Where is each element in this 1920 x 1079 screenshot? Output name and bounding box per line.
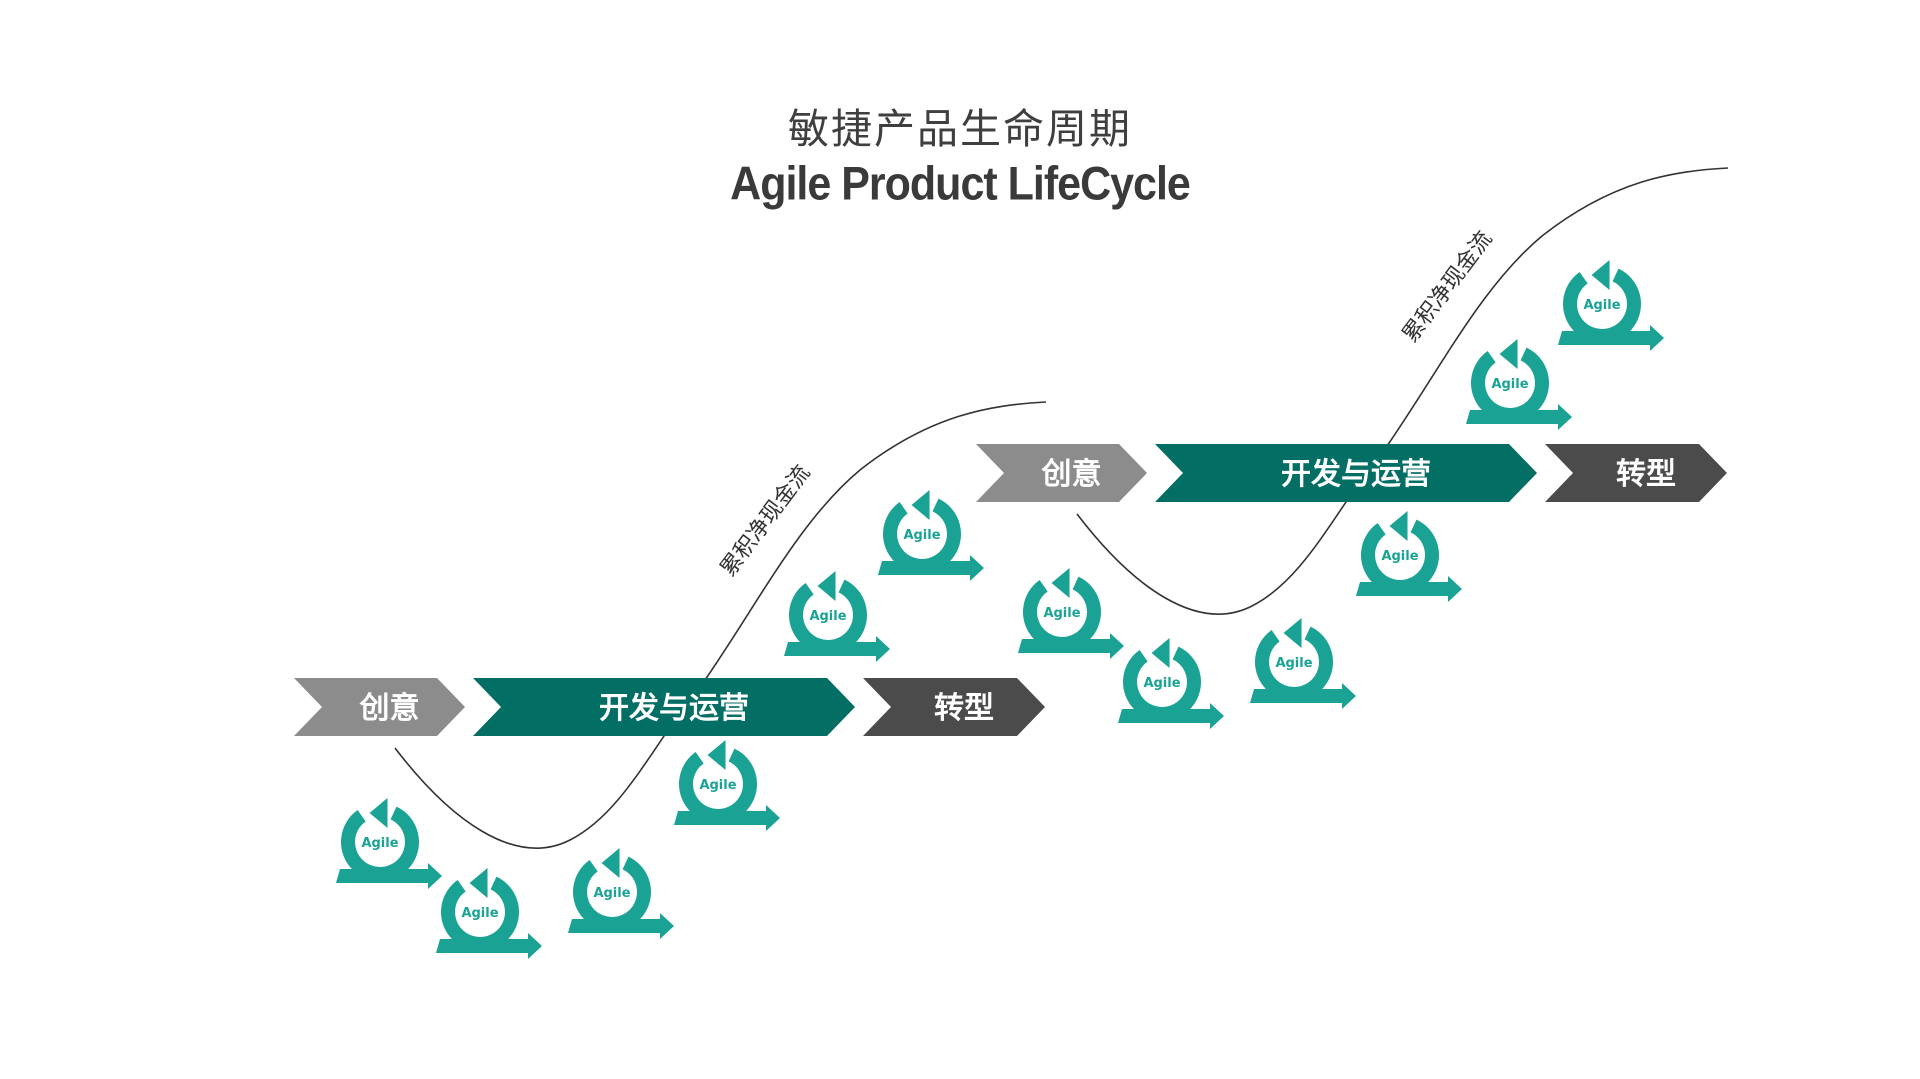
agile-base-arrow: [1356, 576, 1462, 602]
agile-cycle-icon: Agile: [1466, 338, 1572, 430]
stage-dev-ops: 开发与运营: [473, 678, 855, 736]
agile-label: Agile: [361, 836, 398, 851]
agile-ring-arrowhead: [1283, 617, 1302, 648]
agile-cycle-icon: Agile: [568, 847, 674, 939]
agile-ring-arrowhead: [707, 739, 726, 770]
agile-label: Agile: [699, 778, 736, 793]
title-chinese: 敏捷产品生命周期: [788, 105, 1132, 153]
stage-dev-ops-shape: [473, 678, 855, 736]
stage-dev-ops-shape: [1155, 444, 1537, 502]
stage-idea-shape: [976, 444, 1147, 502]
agile-ring-arrowhead: [911, 489, 930, 520]
agile-label: Agile: [461, 906, 498, 921]
lifecycle-2: 创意开发与运营转型累积净现金流AgileAgileAgileAgileAgile…: [976, 167, 1729, 729]
agile-cycle-icon: Agile: [1356, 510, 1462, 602]
agile-base-arrow: [568, 913, 674, 939]
agile-base-arrow: [1250, 683, 1356, 709]
agile-cycle-icon: Agile: [878, 489, 984, 581]
cash-flow-curve: [1076, 167, 1729, 615]
agile-base-arrow: [674, 805, 780, 831]
agile-ring-arrowhead: [601, 847, 620, 878]
agile-label: Agile: [1491, 377, 1528, 392]
agile-ring-arrowhead: [1051, 567, 1070, 598]
stage-transform-shape: [863, 678, 1045, 736]
stage-idea: 创意: [294, 678, 465, 736]
agile-base-arrow: [1466, 404, 1572, 430]
agile-label: Agile: [1143, 676, 1180, 691]
stage-transform-label: 转型: [934, 691, 994, 726]
agile-ring-arrowhead: [1389, 510, 1408, 541]
agile-cycle-icon: Agile: [436, 867, 542, 959]
agile-label: Agile: [1043, 606, 1080, 621]
agile-ring-arrowhead: [817, 570, 836, 601]
agile-cycle-icon: Agile: [1118, 637, 1224, 729]
agile-cycle-icon: Agile: [1558, 259, 1664, 351]
cash-flow-label: 累积净现金流: [1398, 227, 1497, 347]
stage-dev-ops-label: 开发与运营: [599, 691, 749, 726]
agile-ring-arrowhead: [469, 867, 488, 898]
cash-flow-label: 累积净现金流: [716, 461, 815, 581]
stage-idea: 创意: [976, 444, 1147, 502]
agile-label: Agile: [809, 609, 846, 624]
stage-transform-label: 转型: [1616, 457, 1676, 492]
agile-base-arrow: [878, 555, 984, 581]
agile-label: Agile: [1381, 549, 1418, 564]
agile-label: Agile: [1275, 656, 1312, 671]
agile-base-arrow: [784, 636, 890, 662]
agile-ring-arrowhead: [1499, 338, 1518, 369]
agile-base-arrow: [1018, 633, 1124, 659]
agile-cycle-icon: Agile: [1018, 567, 1124, 659]
stage-idea-label: 创意: [1041, 457, 1102, 492]
agile-label: Agile: [1583, 298, 1620, 313]
agile-cycle-icon: Agile: [1250, 617, 1356, 709]
stage-idea-shape: [294, 678, 465, 736]
stage-transform: 转型: [1545, 444, 1727, 502]
agile-ring-arrowhead: [369, 797, 388, 828]
lifecycle-1: 创意开发与运营转型累积净现金流AgileAgileAgileAgileAgile…: [294, 401, 1047, 959]
stage-transform-shape: [1545, 444, 1727, 502]
stage-idea-label: 创意: [359, 691, 420, 726]
stage-dev-ops-label: 开发与运营: [1281, 457, 1431, 492]
agile-base-arrow: [1558, 325, 1664, 351]
agile-ring-arrowhead: [1591, 259, 1610, 290]
agile-base-arrow: [1118, 703, 1224, 729]
agile-cycle-icon: Agile: [674, 739, 780, 831]
agile-cycle-icon: Agile: [784, 570, 890, 662]
agile-cycle-icon: Agile: [336, 797, 442, 889]
title-english: Agile Product LifeCycle: [730, 157, 1191, 211]
stage-transform: 转型: [863, 678, 1045, 736]
agile-label: Agile: [903, 528, 940, 543]
stage-dev-ops: 开发与运营: [1155, 444, 1537, 502]
agile-label: Agile: [593, 886, 630, 901]
agile-ring-arrowhead: [1151, 637, 1170, 668]
agile-base-arrow: [336, 863, 442, 889]
agile-base-arrow: [436, 933, 542, 959]
